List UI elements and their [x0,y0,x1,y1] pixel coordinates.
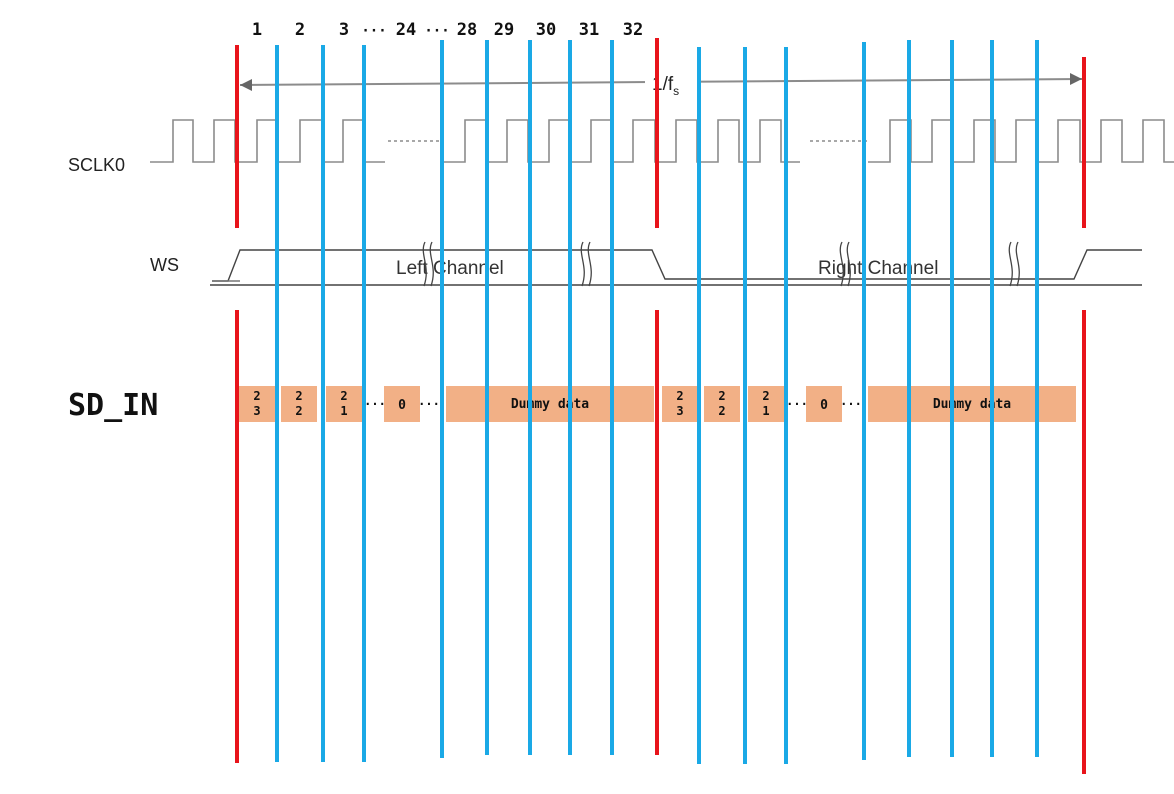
data-cell-bit22-top: 2 [718,389,725,403]
data-cell-bit0 [806,386,842,422]
bit-marker-lines [275,40,1039,764]
data-cell-dummy-text: Dummy data [511,397,589,412]
left-channel-label: Left Channel [396,258,504,279]
data-ellipsis: ··· [418,397,440,411]
data-ellipsis: ··· [840,397,862,411]
sd-in-label: SD_IN [68,388,158,423]
bit-number-labels: 1 2 3 ··· 24 ··· 28 29 30 31 32 [252,20,643,40]
right-channel-label: Right Channel [818,258,938,279]
sclk-waveform [150,119,1174,163]
data-cell-dummy [446,386,654,422]
data-cell-bit21-top: 2 [340,389,347,403]
data-cell-dummy-text: Dummy data [933,397,1011,412]
ws-label: WS [150,255,179,275]
data-cell-bit22-bottom: 2 [295,404,302,418]
data-cell-bit0 [384,386,420,422]
data-cell-bit23-bottom: 3 [676,404,683,418]
bit-number-1: 1 [252,20,262,40]
data-cell-bit21-bottom: 1 [340,404,347,418]
bit-number-30: 30 [536,20,556,40]
data-cell-bit22-top: 2 [295,389,302,403]
bit-number-24: 24 [396,20,416,40]
data-cell-bit22 [281,386,317,422]
data-cell-bit23 [239,386,275,422]
data-cell-bit0-text: 0 [398,398,406,413]
data-cell-bit21 [748,386,784,422]
frame-boundary-lines [235,38,1086,774]
bit-ellipsis-1: ··· [361,23,386,39]
bit-number-31: 31 [579,20,599,40]
data-cell-bit0-text: 0 [820,398,828,413]
ws-waveform [210,249,1142,286]
data-ellipsis: ··· [786,397,808,411]
data-cell-bit22 [704,386,740,422]
data-cell-bit23-top: 2 [253,389,260,403]
data-cell-bit22-bottom: 2 [718,404,725,418]
data-cell-bit23-bottom: 3 [253,404,260,418]
sclk-label: SCLK0 [68,155,125,175]
bit-number-32: 32 [623,20,643,40]
bit-number-28: 28 [457,20,477,40]
bit-number-29: 29 [494,20,514,40]
period-arrow: 1/fs [239,70,1083,98]
sd-right-frame: 2 3 2 2 2 1 ··· 0 ··· Dummy data [662,386,1076,422]
data-cell-bit21-bottom: 1 [762,404,769,418]
data-ellipsis: ··· [364,397,386,411]
data-cell-bit23 [662,386,698,422]
data-cell-bit21-top: 2 [762,389,769,403]
data-cell-bit23-top: 2 [676,389,683,403]
sd-left-frame: 2 3 2 2 2 1 ··· 0 ··· Dummy data [239,386,654,422]
data-cell-dummy [868,386,1076,422]
bit-ellipsis-2: ··· [424,23,449,39]
bit-number-3: 3 [339,20,349,40]
ws-break-marks [422,241,1020,287]
bit-number-2: 2 [295,20,305,40]
data-cell-bit21 [326,386,362,422]
